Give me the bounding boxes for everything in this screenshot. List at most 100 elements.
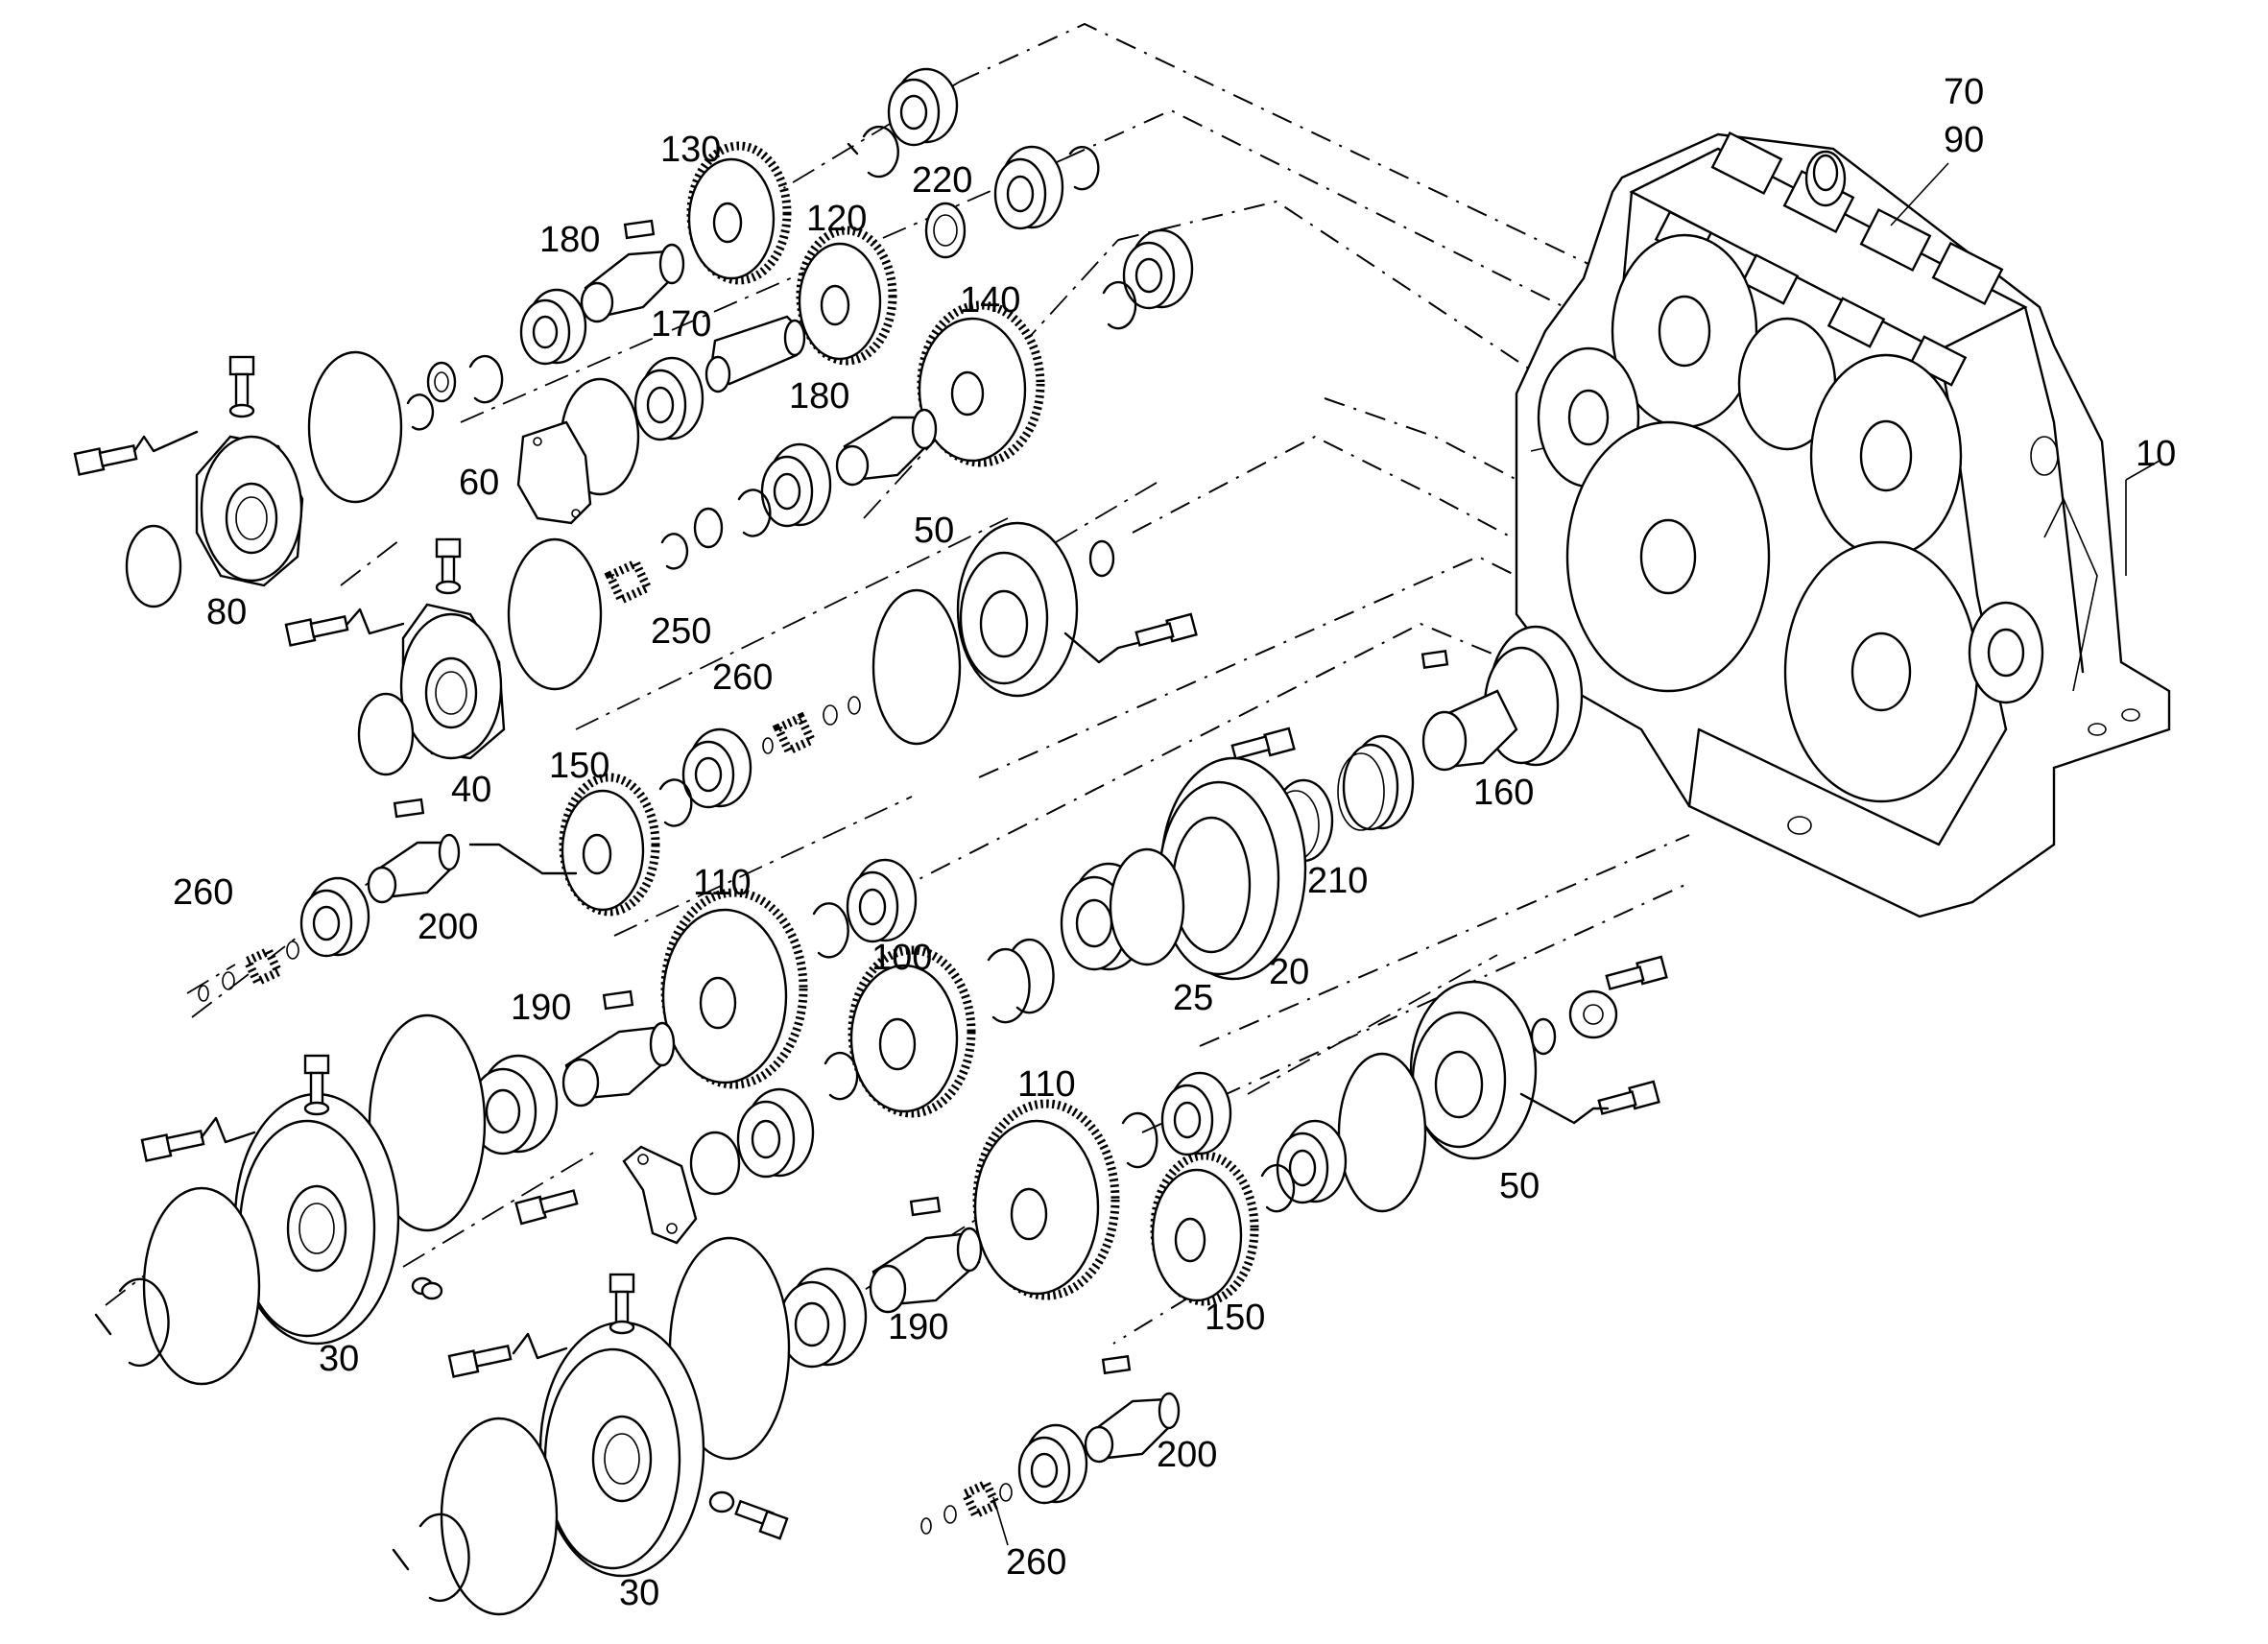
circlip-30a [94,1277,170,1368]
key-190a [602,989,634,1011]
bearing-cover-50-lower [1409,980,1538,1160]
gear-110a [660,888,808,1089]
cover-plate-60 [516,420,592,525]
label-150b: 150 [1205,1298,1265,1338]
label-10: 10 [2136,434,2176,474]
gear-150b [1150,1151,1259,1306]
bearing-cover-50-upper [956,521,1079,698]
bolt-30b-top [609,1273,635,1335]
label-180b: 180 [789,376,849,417]
leader-50-lower [1519,1092,1610,1125]
bearing-100 [736,1087,815,1179]
label-110b: 110 [1017,1064,1076,1105]
label-190a: 190 [511,988,571,1028]
label-80: 80 [206,592,247,632]
bearing-cover-40 [399,603,506,760]
bracket-plate [622,1145,698,1245]
leader-30b [512,1332,568,1360]
bolt-30b-bottom [708,1490,789,1540]
label-200b: 200 [1157,1435,1217,1475]
circlip-150a [658,778,693,827]
circlip-30b [392,1513,470,1603]
circlip-220 [1068,146,1100,191]
seal-210 [1337,734,1415,831]
pinion-shaft-200b [1084,1392,1181,1464]
bearing-180a [519,288,587,366]
needle-bearing-250 [604,557,654,607]
label-50a: 50 [914,511,954,551]
label-200a: 200 [418,907,478,947]
spacer-180b [693,507,724,549]
label-100: 100 [871,938,932,978]
label-150a: 150 [549,746,609,786]
label-250: 250 [651,611,711,652]
gear-100 [848,945,976,1118]
gear-140 [917,300,1045,467]
label-180a: 180 [539,220,600,260]
bearing-180b [760,442,832,528]
label-160: 160 [1473,773,1534,813]
bearing-cover-80 [195,435,304,587]
bearing-140 [1122,228,1194,310]
part-labels: 70 90 10 130 180 220 120 170 140 180 60 … [173,72,2176,1613]
label-260c: 260 [1006,1542,1066,1583]
gear-120 [796,226,897,366]
gearbox-housing [1515,131,2171,918]
bearing-110b [1160,1071,1232,1156]
label-70: 70 [1944,72,1984,112]
plug-30a [411,1276,443,1300]
label-110a: 110 [693,863,752,903]
circlip-180a [468,354,504,404]
circlip-180b-b [660,533,689,570]
label-120: 120 [806,199,867,239]
label-30a: 30 [319,1339,359,1379]
bolt-80-top [228,355,255,418]
leader-30a [200,1116,256,1144]
oring-20 [1109,847,1185,966]
pinion-shaft-180a [580,243,685,323]
key-180a [623,219,656,240]
oring-50-upper [1088,539,1115,578]
bearing-cover-30b [538,1321,705,1578]
label-60: 60 [459,463,499,503]
circlip-top-right [847,125,899,179]
label-20: 20 [1269,952,1309,992]
label-220: 220 [912,160,972,201]
pinion-shaft-200a [367,833,461,904]
bolt-40-top [435,537,462,595]
spacer-180a [426,361,457,403]
oring-100 [689,1131,741,1196]
bolt-50-lower-top [1605,955,1668,990]
gear-150a [559,773,660,917]
bolt-20 [1230,727,1296,760]
key-190b [909,1196,942,1217]
oring-80 [125,524,182,608]
bearing-150b [1276,1119,1348,1204]
flange-shaft-160 [1421,625,1584,772]
key-200b [1101,1354,1132,1375]
bolt-80-side [73,443,138,476]
bearing-200a [299,876,370,958]
bearing-cover-30a [233,1092,400,1346]
gasket-50-lower [1337,1052,1427,1213]
bearing-170 [633,356,704,441]
label-50b: 50 [1499,1166,1540,1206]
circlip-140 [1102,280,1137,330]
gasket-30a-outer [142,1186,261,1386]
gasket-50-upper [871,588,962,746]
shaft-170 [704,315,806,393]
bolt-30a-top [303,1054,330,1116]
circlip-100b [987,947,1031,1024]
bolt-bracket [514,1189,579,1226]
washer-50-lower [1568,989,1618,1039]
circlip-180b [737,488,772,537]
circlip-110b [1121,1111,1158,1169]
leader-40 [346,608,405,635]
bearing-190b [777,1267,868,1369]
label-130: 130 [660,130,721,170]
circlip-150b [1260,1163,1296,1213]
bolt-50-upper [1134,612,1198,647]
bolt-40-side [284,614,349,647]
label-170: 170 [651,304,711,345]
